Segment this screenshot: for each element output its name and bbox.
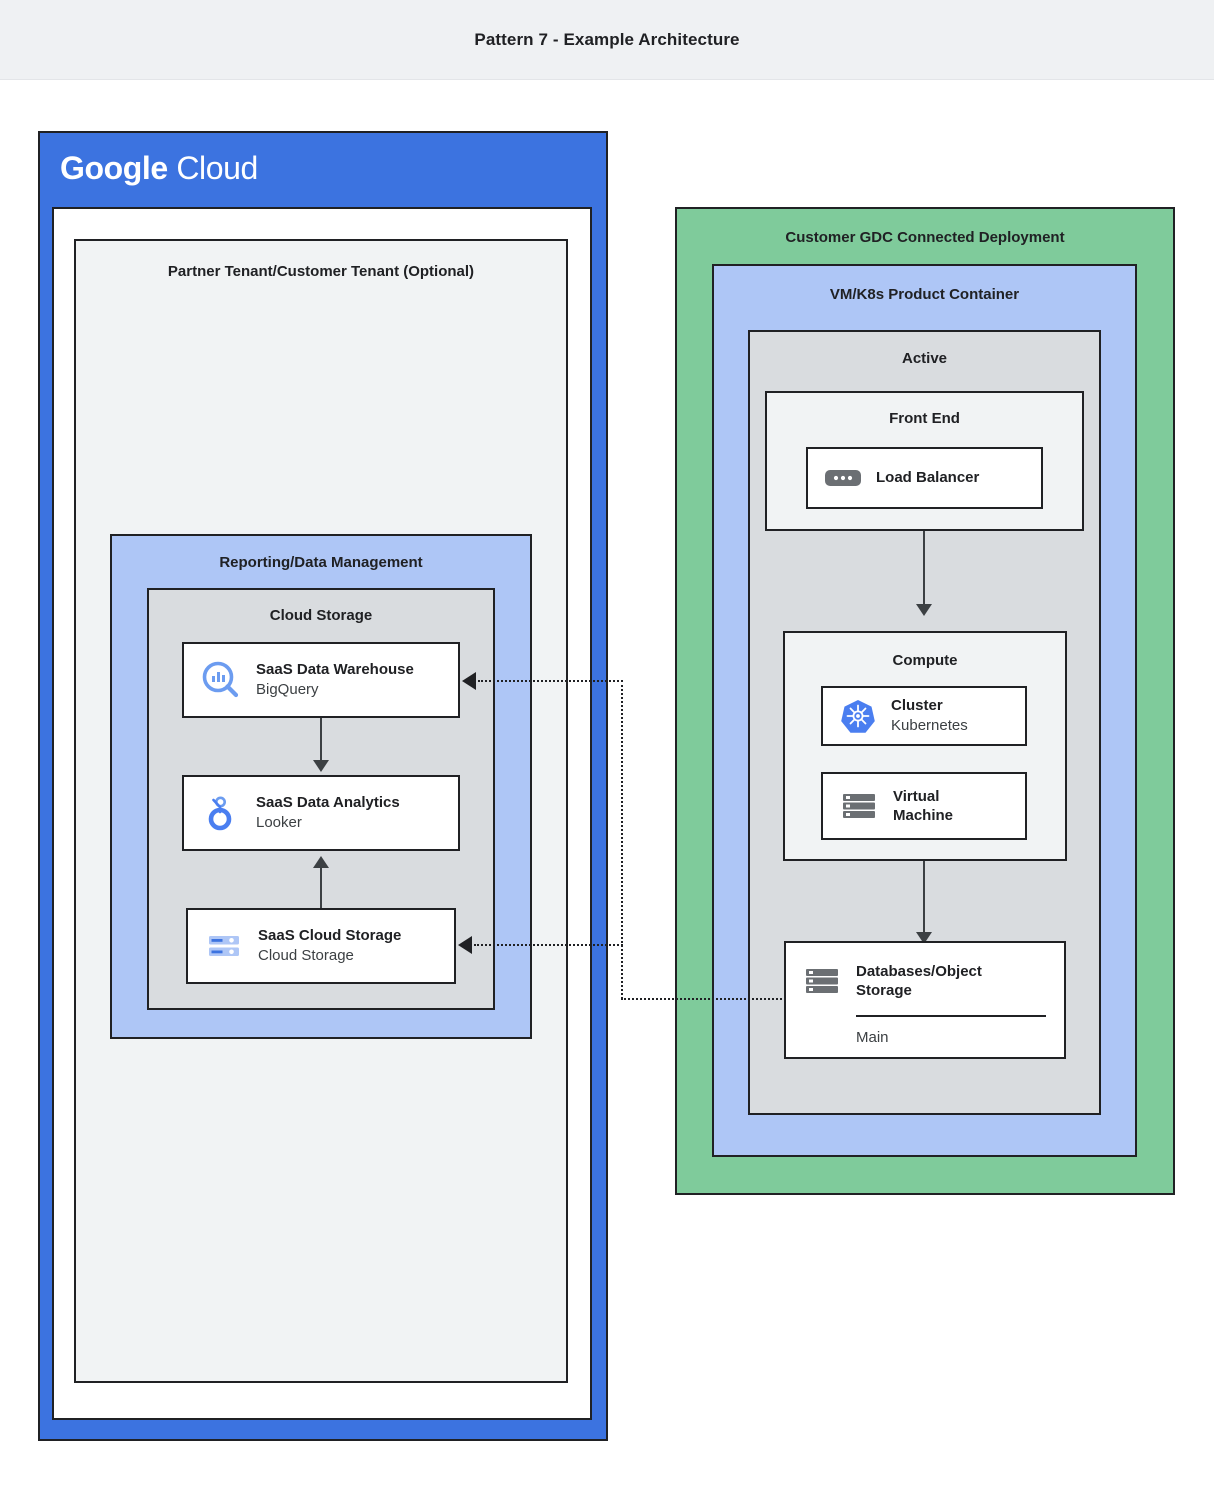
partner-tenant-title: Partner Tenant/Customer Tenant (Optional… <box>167 263 475 280</box>
arrowhead-to-data-warehouse <box>462 672 476 690</box>
item-title: SaaS Data Warehouse <box>256 661 414 679</box>
item-saas-data-analytics[interactable]: SaaS Data Analytics Looker <box>182 775 460 851</box>
reporting-data-management-title: Reporting/Data Management <box>219 554 423 571</box>
arrow-compute-to-database <box>923 861 925 934</box>
active-title: Active <box>901 350 948 367</box>
gdc-deployment-title: Customer GDC Connected Deployment <box>785 229 1065 246</box>
dotted-line-to-cloud-storage <box>474 944 623 946</box>
item-title: SaaS Data Analytics <box>256 794 400 812</box>
item-saas-data-warehouse[interactable]: SaaS Data Warehouse BigQuery <box>182 642 460 718</box>
looker-icon <box>200 792 242 834</box>
arrowhead-to-cloud-storage <box>458 936 472 954</box>
cloud-storage-icon <box>204 926 244 966</box>
item-subtitle: Cloud Storage <box>258 946 354 964</box>
arrow-frontend-to-compute <box>923 531 925 606</box>
load-balancer-icon <box>824 466 862 490</box>
google-cloud-logo-cloud: Cloud <box>176 150 258 186</box>
database-divider <box>856 1015 1046 1017</box>
page-title: Pattern 7 - Example Architecture <box>474 30 740 49</box>
arrow-storage-to-analytics <box>320 868 322 911</box>
database-icon <box>802 961 842 1001</box>
database-sub-label: Main <box>856 1029 889 1046</box>
item-title: Databases/Object Storage <box>856 962 982 1000</box>
cloud-storage-group-title: Cloud Storage <box>269 607 373 624</box>
arrowhead-frontend-to-compute <box>916 604 932 616</box>
google-cloud-logo: Google Cloud <box>60 150 258 187</box>
item-databases-object-storage[interactable]: Databases/Object Storage Main <box>784 941 1066 1059</box>
header-bar: Pattern 7 - Example Architecture <box>0 0 1214 80</box>
dotted-line-to-data-warehouse <box>478 680 623 682</box>
arrow-warehouse-to-analytics <box>320 718 322 763</box>
item-subtitle: BigQuery <box>256 680 319 698</box>
virtual-machine-icon <box>839 786 879 826</box>
item-subtitle: Looker <box>256 813 302 831</box>
dotted-line-from-database <box>621 998 786 1000</box>
item-saas-cloud-storage[interactable]: SaaS Cloud Storage Cloud Storage <box>186 908 456 984</box>
item-title: Load Balancer <box>876 469 980 487</box>
front-end-title: Front End <box>889 410 960 427</box>
arrowhead-warehouse-to-analytics <box>313 760 329 772</box>
vm-k8s-product-container-title: VM/K8s Product Container <box>829 286 1020 303</box>
item-title: Virtual Machine <box>893 787 954 825</box>
item-subtitle: Kubernetes <box>891 716 968 734</box>
google-cloud-logo-google: Google <box>60 150 168 186</box>
kubernetes-icon <box>839 697 877 735</box>
item-load-balancer[interactable]: Load Balancer <box>806 447 1043 509</box>
item-virtual-machine[interactable]: Virtual Machine <box>821 772 1027 840</box>
item-title: SaaS Cloud Storage <box>258 927 402 945</box>
compute-title: Compute <box>892 652 958 669</box>
bigquery-icon <box>200 659 242 701</box>
item-cluster-kubernetes[interactable]: Cluster Kubernetes <box>821 686 1027 746</box>
arrowhead-storage-to-analytics <box>313 856 329 868</box>
item-title: Cluster <box>891 697 943 715</box>
dotted-line-vertical-trunk <box>621 680 623 999</box>
